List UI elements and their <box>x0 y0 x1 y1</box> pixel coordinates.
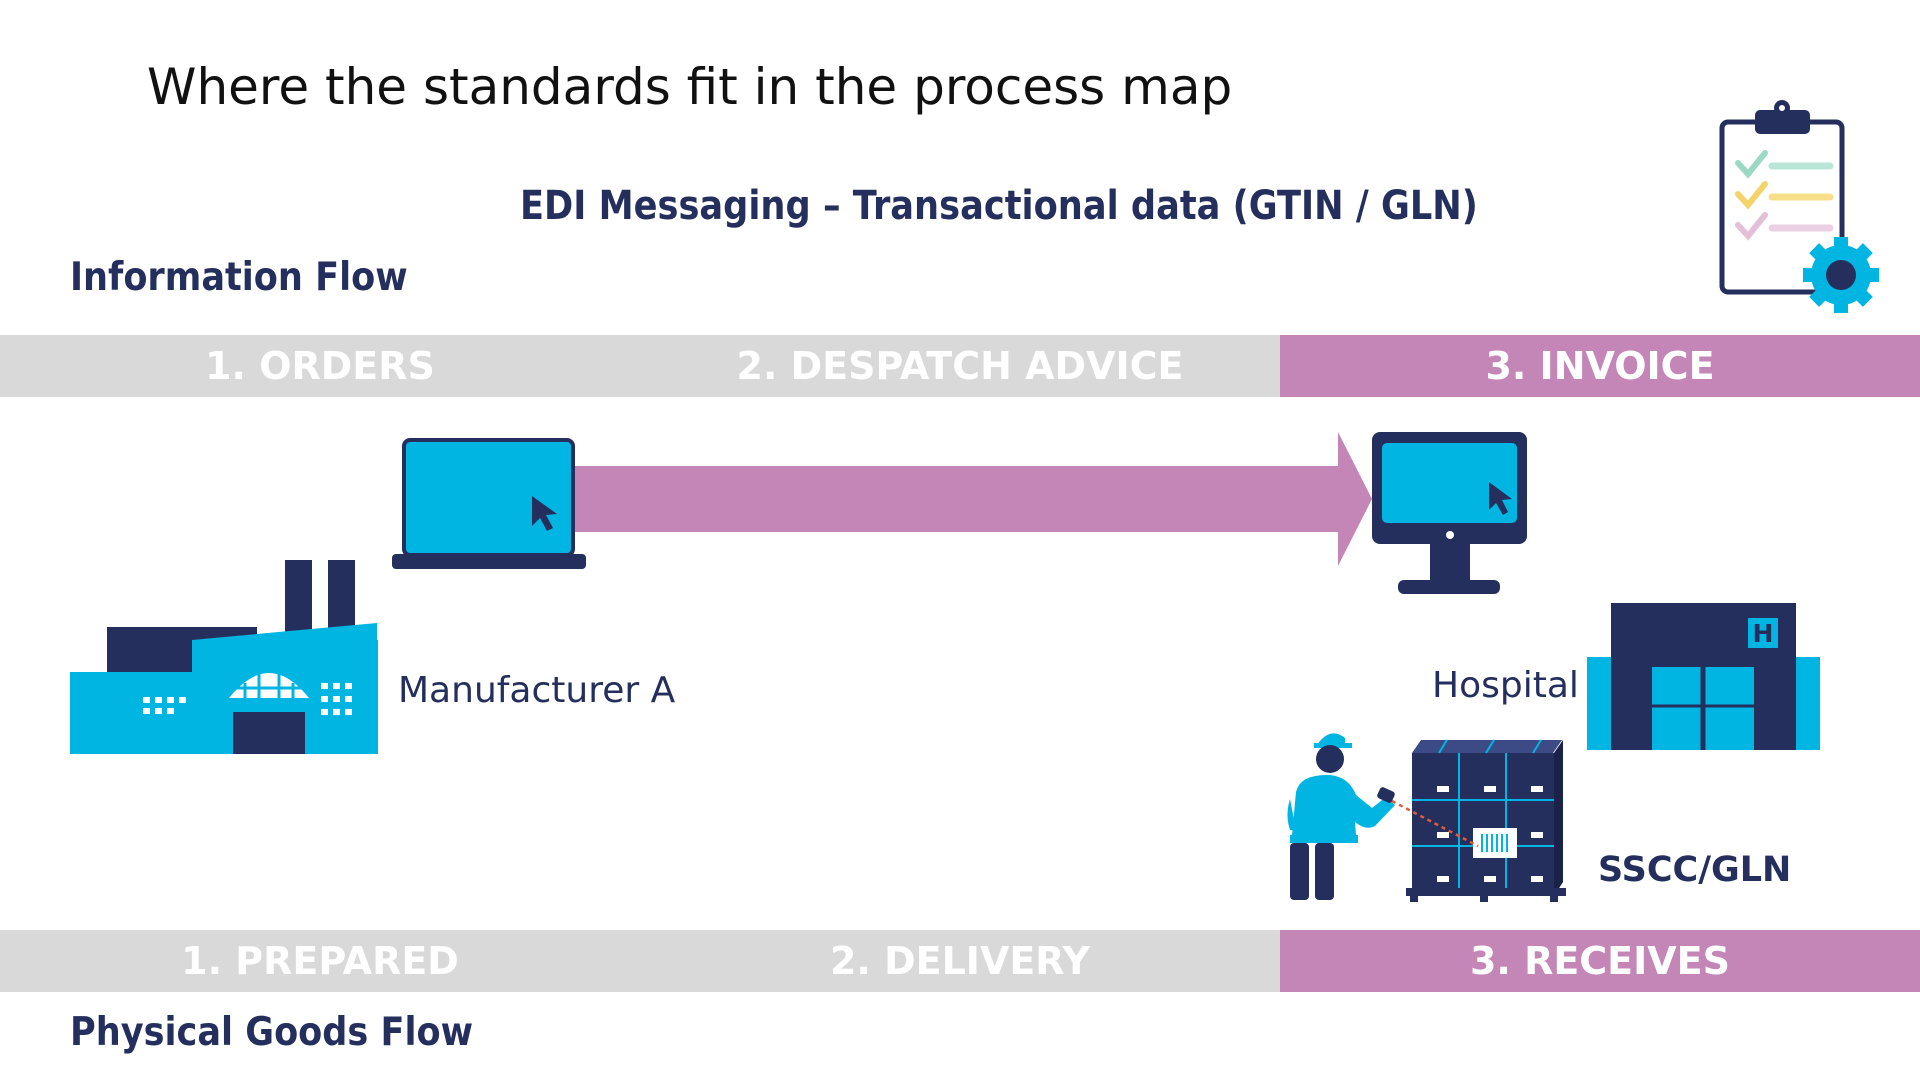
desktop-monitor-icon <box>1372 432 1527 594</box>
step-orders: 1. ORDERS <box>205 344 435 388</box>
manufacturer-label: Manufacturer A <box>398 670 676 711</box>
step-invoice: 3. INVOICE <box>1485 344 1715 388</box>
information-flow-band: 1. ORDERS 2. DESPATCH ADVICE 3. INVOICE <box>0 335 1920 397</box>
step-receives: 3. RECEIVES <box>1469 939 1731 983</box>
step-prepared: 1. PREPARED <box>181 939 459 983</box>
step-delivery: 2. DELIVERY <box>829 939 1091 983</box>
slide-title: Where the standards fit in the process m… <box>147 58 1233 116</box>
clipboard-checklist-gear-icon <box>1719 100 1879 313</box>
step-despatch-advice: 2. DESPATCH ADVICE <box>736 344 1184 388</box>
physical-flow-band: 1. PREPARED 2. DELIVERY 3. RECEIVES <box>0 930 1920 992</box>
hospital-label: Hospital <box>1432 665 1579 706</box>
flow-arrow-icon <box>566 432 1372 566</box>
information-flow-label: Information Flow <box>70 255 408 300</box>
invoice-highlight <box>1280 335 1920 397</box>
sscc-gln-label: SSCC/GLN <box>1598 850 1792 890</box>
receives-highlight <box>1280 930 1920 992</box>
warehouse-worker-scanning-icon <box>1287 733 1479 900</box>
edi-subtitle: EDI Messaging – Transactional data (GTIN… <box>520 183 1478 229</box>
physical-goods-flow-label: Physical Goods Flow <box>70 1010 474 1055</box>
factory-icon <box>70 560 378 754</box>
hospital-sign: H <box>1753 619 1774 648</box>
laptop-icon <box>392 438 586 569</box>
hospital-building-icon: H <box>1587 603 1820 750</box>
